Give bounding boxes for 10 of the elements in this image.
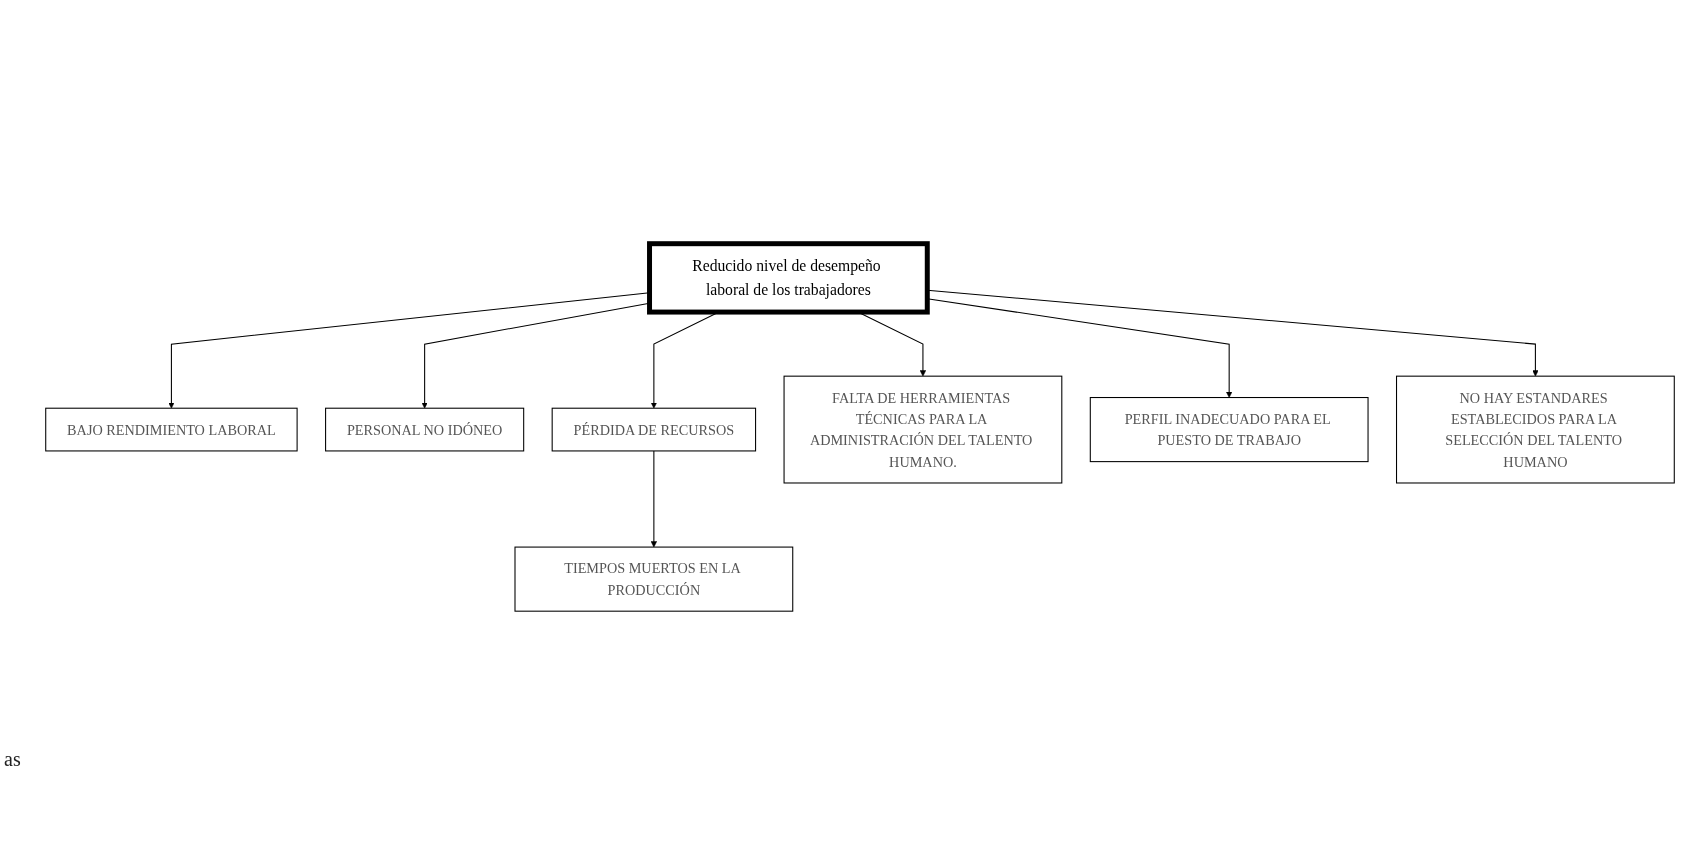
- arrow: [650, 450, 657, 548]
- node-box: NO HAY ESTANDARES ESTABLECIDOS PARA LA SELECCIÓN DEL TALENTO HUMANO: [1396, 375, 1675, 484]
- node-box: Reducido nivel de desempeño laboral de los trabajadores: [647, 241, 930, 315]
- node-box: PÉRDIDA DE RECURSOS: [551, 407, 757, 452]
- node-box: TIEMPOS MUERTOS EN LA PRODUCCIÓN: [514, 546, 794, 612]
- node-box: BAJO RENDIMIENTO LABORAL: [45, 407, 298, 452]
- node-box: PERSONAL NO IDÓNEO: [325, 407, 525, 452]
- node-box: PERFIL INADECUADO PARA EL PUESTO DE TRABAJO: [1089, 397, 1369, 463]
- note-text: as: [4, 748, 21, 770]
- node-box: FALTA DE HERRAMIENTAS TÉCNICAS PARA LA ADMINISTRACIÓN DEL TALENTO HUMANO.: [783, 375, 1063, 484]
